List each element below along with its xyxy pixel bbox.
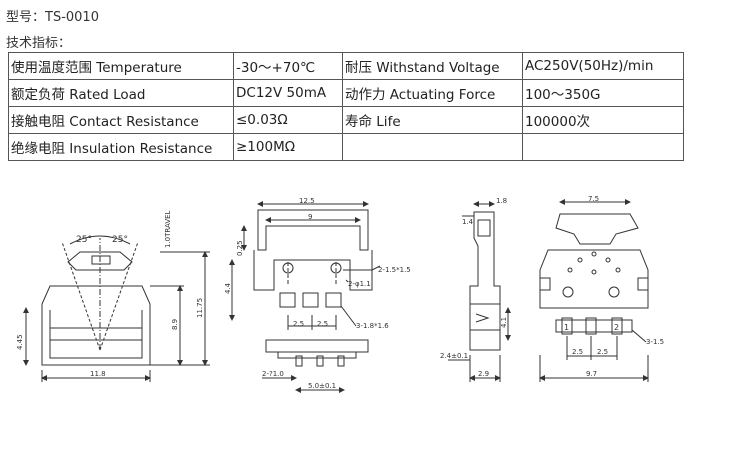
table-cell: 耐压 Withstand Voltage (342, 52, 523, 80)
width-label: 11.8 (90, 370, 106, 378)
specs-table: 使用温度范围 Temperature -30～+70℃ 耐压 Withstand… (8, 52, 684, 161)
model-number: 型号：TS-0010 (6, 10, 99, 25)
angle-left-label: 25° (76, 235, 92, 245)
front-pin-label: 3-1.5 (646, 338, 664, 346)
table-row: 使用温度范围 Temperature -30～+70℃ 耐压 Withstand… (8, 52, 684, 80)
travel-label: 1.0TRAVEL (164, 210, 172, 248)
table-cell: 寿命 Life (342, 106, 523, 134)
side-view-drawing (23, 235, 210, 382)
pitch-b-label: 2.5 (317, 320, 328, 328)
dim-44-label: 4.4 (224, 282, 232, 294)
top-width-label: 12.5 (299, 197, 315, 205)
table-row: 额定负荷 Rated Load DC12V 50mA 动作力 Actuating… (8, 79, 684, 107)
table-cell: 使用温度范围 Temperature (8, 52, 234, 80)
table-cell (522, 133, 684, 161)
front-pitch-a-label: 2.5 (572, 348, 583, 356)
profile-view-drawing (448, 201, 511, 382)
specs-heading: 技术指标： (6, 36, 72, 51)
table-cell: AC250V(50Hz)/min (522, 52, 684, 80)
front-pitch-b-label: 2.5 (597, 348, 608, 356)
table-cell: 接触电阻 Contact Resistance (8, 106, 234, 134)
table-cell: DC12V 50mA (233, 79, 343, 107)
table-cell: -30～+70℃ (233, 52, 343, 80)
pitch-a-label: 2.5 (293, 320, 304, 328)
front-view-drawing (539, 199, 649, 382)
table-cell: 额定负荷 Rated Load (8, 79, 234, 107)
pin-1-label: 1 (564, 323, 569, 332)
table-cell: ≥100MΩ (233, 133, 343, 161)
bottom-width-label: 5.0±0.1 (308, 382, 336, 390)
table-row: 绝缘电阻 Insulation Resistance ≥100MΩ (8, 133, 684, 161)
inner-width-label: 9 (308, 213, 312, 221)
top-view-drawing (229, 201, 381, 393)
pin-diameter-label: 2-φ1.1 (348, 280, 371, 288)
table-cell: ≤0.03Ω (233, 106, 343, 134)
profile-bottom-right-label: 2.9 (478, 370, 489, 378)
table-row: 接触电阻 Contact Resistance ≤0.03Ω 寿命 Life 1… (8, 106, 684, 134)
pin-2-label: 2 (614, 323, 619, 332)
profile-top-label: 1.8 (496, 197, 507, 205)
profile-bottom-left-label: 2.4±0.1 (440, 352, 468, 360)
height-mid-label: 8.9 (171, 319, 179, 330)
height-total-label: 11.75 (196, 298, 204, 318)
table-cell: 绝缘电阻 Insulation Resistance (8, 133, 234, 161)
profile-step-label: 1.4 (462, 218, 474, 226)
angle-right-label: 25° (112, 235, 128, 245)
height-left-label: 4.45 (16, 334, 24, 350)
table-cell (342, 133, 523, 161)
table-cell: 100～350G (522, 79, 684, 107)
front-top-width-label: 7.5 (588, 195, 599, 203)
table-cell: 100000次 (522, 106, 684, 134)
profile-side-label: 4.1 (500, 317, 508, 328)
front-width-label: 9.7 (586, 370, 597, 378)
technical-drawings: 25° 25° 1.0TRAVEL 4.45 8.9 11.75 11.8 (16, 195, 664, 393)
terminal-label: 3-1.8*1.6 (356, 322, 389, 330)
dim-025-label: 0.25 (236, 240, 244, 256)
hole-label: 2-1.5*1.5 (378, 266, 411, 274)
bottom-pitch-label: 2-?1.0 (262, 370, 284, 378)
table-cell: 动作力 Actuating Force (342, 79, 523, 107)
